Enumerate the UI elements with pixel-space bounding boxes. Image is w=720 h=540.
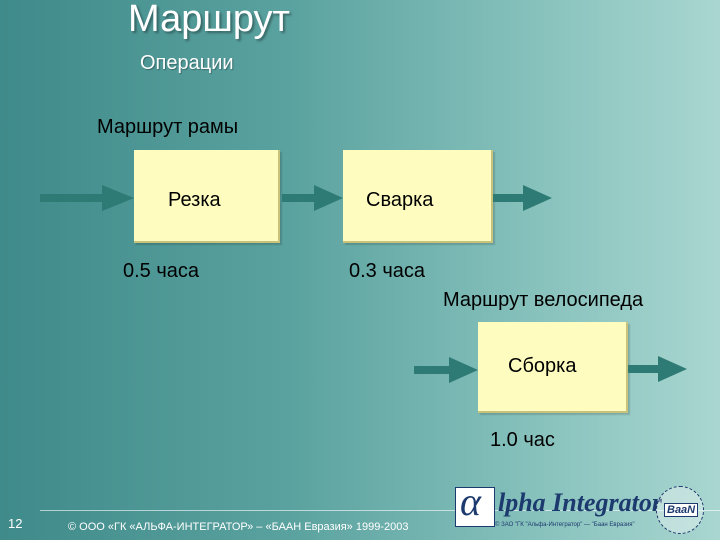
frame-route-input-arrow bbox=[40, 185, 134, 211]
frame-route-output-arrow bbox=[493, 185, 552, 211]
alpha-logo-icon: α bbox=[460, 479, 481, 524]
operation-box-cutting bbox=[134, 150, 280, 243]
time-label-assembly: 1.0 час bbox=[490, 429, 555, 451]
operation-label-assembly: Сборка bbox=[508, 355, 577, 377]
copyright-text: © ООО «ГК «АЛЬФА-ИНТЕГРАТОР» – «БААН Евр… bbox=[68, 521, 409, 533]
slide-title: Маршрут bbox=[128, 0, 290, 40]
page-number: 12 bbox=[8, 516, 23, 531]
time-label-cutting: 0.5 часа bbox=[123, 260, 200, 282]
alpha-logo-caption: © ЗАО "ГК "Альфа-Интегратор" — "Баан Евр… bbox=[495, 522, 635, 528]
operation-box-assembly bbox=[478, 322, 628, 413]
operation-box-welding bbox=[343, 150, 493, 243]
operation-label-cutting: Резка bbox=[168, 189, 221, 211]
footer-divider bbox=[40, 510, 720, 511]
operation-label-welding: Сварка bbox=[366, 189, 434, 211]
slide-subtitle: Операции bbox=[140, 52, 234, 74]
bike-route-input-arrow bbox=[414, 357, 478, 383]
bike-route-output-arrow bbox=[628, 356, 687, 382]
time-label-welding: 0.3 часа bbox=[349, 260, 426, 282]
arrow-cutting-to-welding bbox=[282, 185, 343, 211]
bike-route-label: Маршрут велосипеда bbox=[443, 289, 644, 311]
frame-route-label: Маршрут рамы bbox=[97, 116, 239, 138]
alpha-integrator-logo-text: lpha Integrator bbox=[498, 488, 662, 517]
baan-logo-text: BaaN bbox=[664, 503, 699, 517]
alpha-logo-box bbox=[455, 487, 495, 527]
